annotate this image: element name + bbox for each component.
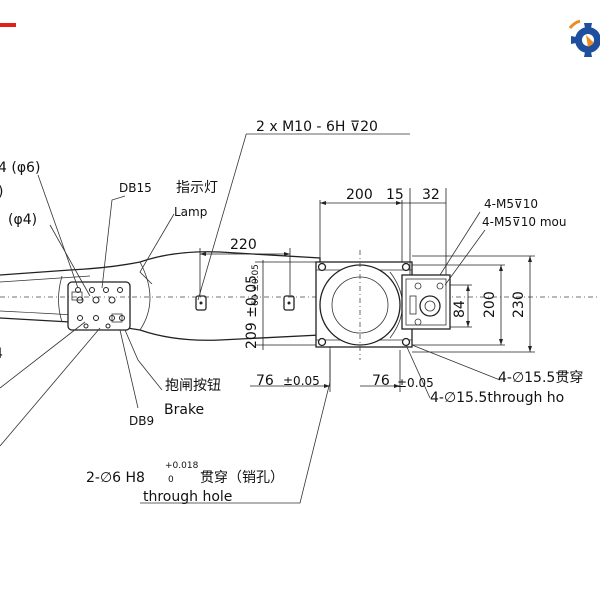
leader-brake xyxy=(124,329,163,391)
dimension-84 xyxy=(450,284,472,328)
label-phi155-en: 4-∅15.5through ho xyxy=(430,390,564,406)
arm-outline xyxy=(0,251,321,341)
dim-label-76-right: 76 xyxy=(372,373,390,389)
label-left-phi4: (φ4) xyxy=(8,212,37,228)
leader-phi155-a xyxy=(411,344,501,381)
label-pin-main: 2-∅6 H8 xyxy=(86,470,145,486)
leader-m5-a xyxy=(439,211,481,276)
label-phi155-cn: 4-∅15.5贯穿 xyxy=(498,370,583,386)
label-brake-cn: 抱闸按钮 xyxy=(165,378,221,394)
dimension-15-32 xyxy=(402,188,447,275)
label-db9: DB9 xyxy=(129,414,154,428)
mounting-hole-icon xyxy=(401,262,411,272)
label-pin-en: through hole xyxy=(143,489,232,505)
leader-phi6 xyxy=(37,174,79,289)
dim-label-230: 230 xyxy=(511,291,527,318)
dim-label-60: 60 ±0.05 xyxy=(251,264,261,306)
label-lamp-cn: 指示灯 xyxy=(176,180,218,196)
leader-phi155-b xyxy=(405,344,431,399)
dim-label-76-left: 76 xyxy=(256,373,274,389)
leader-db15 xyxy=(101,195,126,289)
db9-connector xyxy=(111,313,123,323)
dimension-220 xyxy=(199,248,291,295)
label-pin-tol-bot: 0 xyxy=(168,475,174,485)
joint-housing-curve xyxy=(58,261,151,331)
dimension-200-right xyxy=(412,264,505,346)
dim-label-15: 15 xyxy=(386,187,404,203)
label-pin-cn: 贯穿（销孔） xyxy=(200,470,284,486)
rear-connector-box xyxy=(401,274,451,330)
dim-label-220: 220 xyxy=(230,237,257,253)
leader-left-low-2 xyxy=(0,327,101,447)
mounting-hole-icon xyxy=(317,337,327,347)
leader-lamp xyxy=(139,213,175,285)
dim-label-84: 84 xyxy=(452,300,468,318)
dimension-230 xyxy=(412,255,535,353)
dim-label-209: 209 ±0.05 xyxy=(244,275,260,349)
dimension-200-top xyxy=(319,200,403,262)
dim-label-76-left-tol: ±0.05 xyxy=(283,374,320,388)
dimension-60-209 xyxy=(255,260,320,350)
label-m5-b: 4-M5⊽10 mou xyxy=(482,215,566,229)
base-plate xyxy=(315,261,413,348)
leader-m5-b xyxy=(444,229,486,286)
label-brake-en: Brake xyxy=(164,402,204,418)
label-m10: 2 x M10 - 6H ⊽20 xyxy=(256,119,378,135)
db15-connector xyxy=(71,291,83,301)
label-left-four: 4 xyxy=(0,346,3,362)
mounting-hole-icon xyxy=(317,262,327,272)
dimension-76-right xyxy=(360,350,401,392)
label-db15: DB15 xyxy=(119,181,152,195)
dim-label-200-right: 200 xyxy=(482,291,498,318)
dim-label-200-top: 200 xyxy=(346,187,373,203)
mounting-hole-icon xyxy=(401,337,411,347)
dim-label-76-right-tol: ±0.05 xyxy=(397,376,434,390)
leader-left-low-1 xyxy=(0,321,86,389)
label-left-phi6: 4 (φ6) xyxy=(0,160,40,176)
connector-panel xyxy=(67,281,131,331)
brand-mark xyxy=(0,23,16,27)
label-left-paren: ) xyxy=(0,184,3,200)
label-lamp-en: Lamp xyxy=(174,205,207,219)
label-m5-a: 4-M5⊽10 xyxy=(484,197,538,211)
leader-phi4 xyxy=(49,224,91,297)
dimension-76-left xyxy=(250,350,331,392)
leader-db9 xyxy=(119,329,139,409)
company-logo-icon xyxy=(568,19,600,57)
connector-port-icon xyxy=(419,295,441,317)
arm-inner-line-top xyxy=(0,275,91,283)
label-pin-tol-top: +0.018 xyxy=(165,461,199,471)
dim-label-32: 32 xyxy=(422,187,440,203)
